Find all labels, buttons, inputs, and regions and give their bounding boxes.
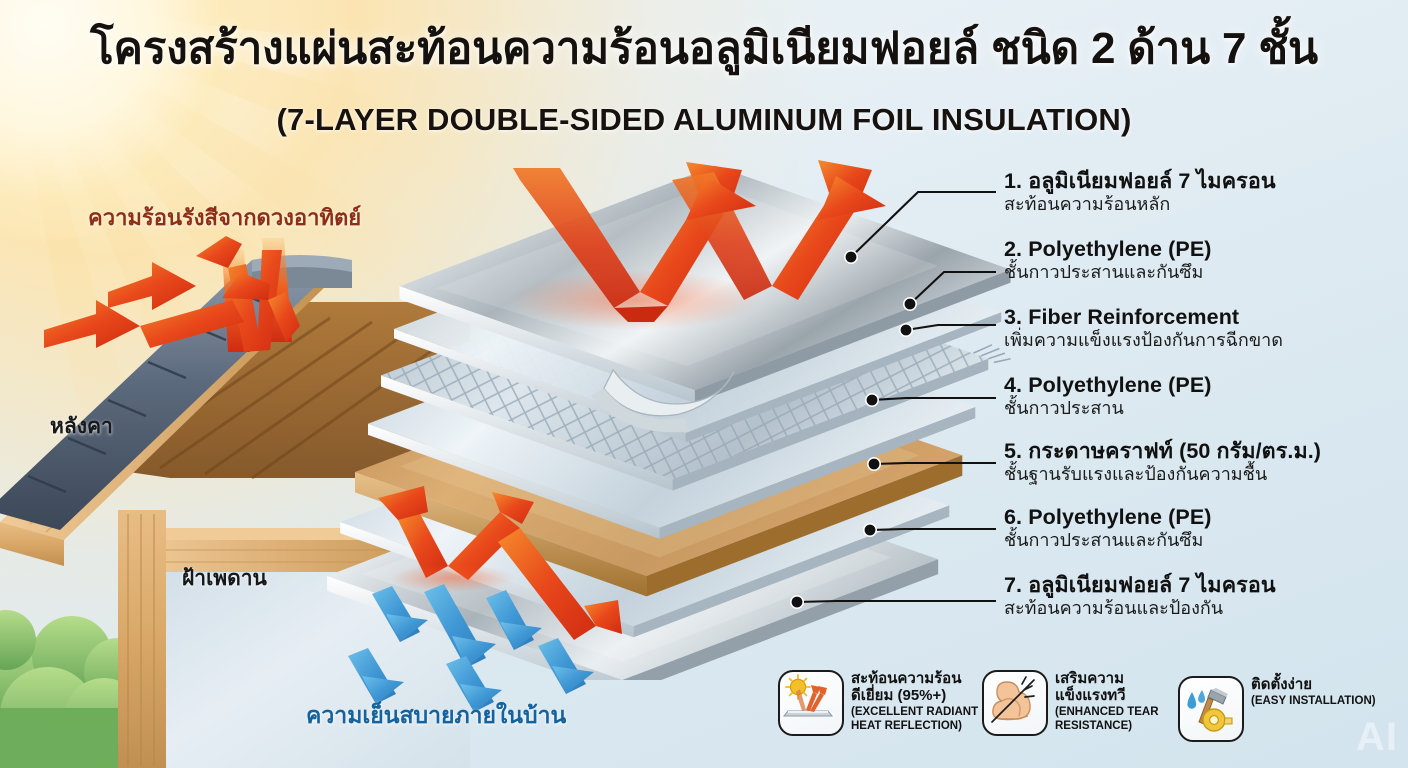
legend-title-3: Fiber Reinforcement (1028, 305, 1240, 329)
badge-heat-reflection: สะท้อนความร้อน ดีเยี่ยม (95%+) (EXCELLEN… (778, 670, 978, 736)
label-sun-heat: ความร้อนรังสีจากดวงอาทิตย์ (88, 205, 362, 230)
legend-sub-5: ชั้นฐานรับแรงและป้องกันความชื้น (1004, 464, 1268, 484)
legend-sub-6: ชั้นกาวประสานและกันซึม (1004, 530, 1204, 550)
badge-1-th-line1: สะท้อนความร้อน (851, 670, 962, 687)
page-subtitle: (7-LAYER DOUBLE-SIDED ALUMINUM FOIL INSU… (276, 102, 1132, 137)
legend-num-5: 5. (1004, 439, 1023, 463)
legend-item-4: 4. Polyethylene (PE) ชั้นกาวประสาน (1004, 373, 1212, 418)
badge-2-th-line1: เสริมความ (1055, 670, 1124, 687)
label-cool-inside: ความเย็นสบายภายในบ้าน (306, 702, 567, 728)
legend-num-1: 1. (1004, 169, 1023, 193)
watermark: AI (1356, 715, 1398, 759)
legend-title-2: Polyethylene (PE) (1028, 237, 1212, 261)
legend-item-5: 5. กระดาษคราฟท์ (50 กรัม/ตร.ม.) ชั้นฐานร… (1004, 439, 1322, 484)
legend-num-7: 7. (1004, 573, 1023, 597)
legend-num-4: 4. (1004, 373, 1023, 397)
legend-item-7: 7. อลูมิเนียมฟอยล์ 7 ไมครอน สะท้อนความร้… (1004, 573, 1276, 618)
badge-1-text: สะท้อนความร้อน ดีเยี่ยม (95%+) (EXCELLEN… (851, 670, 978, 733)
legend-item-3: 3. Fiber Reinforcement เพิ่มความแข็งแรงป… (1004, 305, 1283, 350)
badge-3-en-line1: (EASY INSTALLATION) (1251, 694, 1376, 707)
feature-badges: สะท้อนความร้อน ดีเยี่ยม (95%+) (EXCELLEN… (778, 666, 1408, 766)
badge-2-en-line1: (ENHANCED TEAR (1055, 705, 1159, 718)
legend-sub-2: ชั้นกาวประสานและกันซึม (1004, 262, 1204, 282)
legend-title-1: อลูมิเนียมฟอยล์ 7 ไมครอน (1028, 169, 1276, 193)
badge-1-th-line2: ดีเยี่ยม (95%+) (851, 686, 947, 704)
legend-title-7: อลูมิเนียมฟอยล์ 7 ไมครอน (1028, 573, 1276, 597)
legend-sub-7: สะท้อนความร้อนและป้องกัน (1004, 598, 1224, 618)
legend-title-4: Polyethylene (PE) (1028, 373, 1212, 397)
legend-title-6: Polyethylene (PE) (1028, 505, 1212, 529)
legend-sub-1: สะท้อนความร้อนหลัก (1004, 194, 1171, 214)
legend-num-3: 3. (1004, 305, 1023, 329)
label-roof: หลังคา (50, 415, 113, 438)
badge-3-th-line1: ติดตั้งง่าย (1251, 676, 1313, 693)
badge-2-en-line2: RESISTANCE) (1055, 719, 1133, 732)
legend-item-1: 1. อลูมิเนียมฟอยล์ 7 ไมครอน สะท้อนความร้… (1004, 169, 1276, 214)
legend-item-6: 6. Polyethylene (PE) ชั้นกาวประสานและกัน… (1004, 505, 1212, 550)
badge-1-en-line2: HEAT REFLECTION) (851, 719, 962, 732)
legend-item-2: 2. Polyethylene (PE) ชั้นกาวประสานและกัน… (1004, 237, 1212, 282)
badge-tear-resistance: เสริมความ แข็งแรงทวี (ENHANCED TEAR RESI… (982, 670, 1159, 736)
legend-title-5: กระดาษคราฟท์ (50 กรัม/ตร.ม.) (1028, 439, 1322, 463)
legend-num-6: 6. (1004, 505, 1023, 529)
badge-3-text: ติดตั้งง่าย (EASY INSTALLATION) (1251, 676, 1376, 708)
flexed-bicep-icon (982, 670, 1048, 736)
label-ceiling: ฝ้าเพดาน (182, 567, 267, 590)
page-title: โครงสร้างแผ่นสะท้อนความร้อนอลูมิเนียมฟอย… (90, 24, 1318, 73)
legend-sub-3: เพิ่มความแข็งแรงป้องกันการฉีกขาด (1004, 330, 1283, 350)
badge-1-en-line1: (EXCELLENT RADIANT (851, 705, 979, 718)
badge-easy-installation: ติดตั้งง่าย (EASY INSTALLATION) (1178, 676, 1376, 742)
badge-2-th-line2: แข็งแรงทวี (1055, 686, 1126, 704)
sun-reflection-icon (778, 670, 844, 736)
legend-num-2: 2. (1004, 237, 1023, 261)
exploded-layer-stack (327, 165, 1011, 680)
badge-2-text: เสริมความ แข็งแรงทวี (ENHANCED TEAR RESI… (1055, 670, 1159, 733)
hammer-tools-icon (1178, 676, 1244, 742)
legend-sub-4: ชั้นกาวประสาน (1004, 398, 1124, 418)
